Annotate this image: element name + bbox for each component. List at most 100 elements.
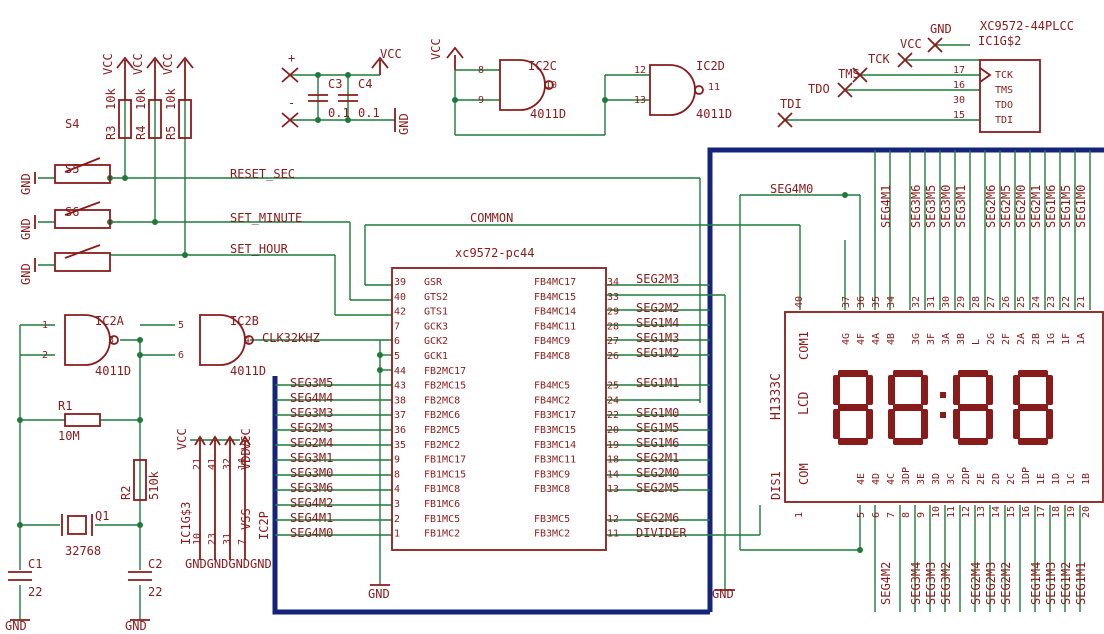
ic2d-label: IC2D <box>696 59 725 73</box>
lcd-bottom-pin-name: 2D <box>991 473 1002 485</box>
right-signal-label: SEG2M5 <box>636 481 679 495</box>
pwr-pin10: 10 <box>192 533 203 545</box>
lcd-bottom-pin-name: 3D <box>931 473 942 485</box>
chip-left-pin-name: FB2MC5 <box>424 425 460 436</box>
chip-left-pin-name: FB1MC8 <box>424 484 460 495</box>
bus-right <box>707 147 1104 612</box>
oscillator-components <box>8 413 152 581</box>
c3-value: 0.1 <box>328 106 350 120</box>
ic2b-pin4: 4 <box>244 335 250 346</box>
pwr-pin21: 21 <box>192 458 203 470</box>
jtag-num-17: 17 <box>953 65 965 76</box>
pwr-pin31: 31 <box>222 533 233 545</box>
chip-right-pin-name: FB4MC11 <box>534 321 576 332</box>
lcd-bottom-pin-name: 1D <box>1051 473 1062 485</box>
lcd-bottom-pin-num: 18 <box>1051 506 1062 518</box>
lcd-bottom-pin-name: 3DP <box>901 467 912 485</box>
right-signal-label: SEG2M6 <box>636 511 679 525</box>
ic2a-type: 4011D <box>95 364 131 378</box>
lcd-top-net: SEG2M5 <box>999 185 1013 228</box>
chip-left-pin-name: GCK2 <box>424 336 448 347</box>
jtag-clock-mark <box>979 67 992 83</box>
chip-left-pin-name: FB1MC2 <box>424 529 460 540</box>
lcd-bottom-pin-name: 4D <box>871 473 882 485</box>
c2-gnd: GND <box>125 619 147 633</box>
sw3-gnd: GND <box>19 263 33 285</box>
lcd-com: COM <box>797 463 811 485</box>
chip-left-pin-name: FB2MC2 <box>424 440 460 451</box>
pwr-vdd: VDD <box>239 448 253 470</box>
net-reset-sec: RESET_SEC <box>230 167 295 181</box>
jtag-num-16: 16 <box>953 80 965 91</box>
lcd-bottom-pin-name: 3E <box>916 473 927 485</box>
right-signal-label: SEG1M0 <box>636 406 679 420</box>
chip-left-pin-num: 35 <box>394 440 406 451</box>
chip-right-pin-num: 14 <box>607 469 619 480</box>
lcd-body <box>784 311 1104 503</box>
lcd-bottom-pin-name: 4C <box>886 473 897 485</box>
jtag-chip-ref: IC1G$2 <box>978 34 1021 48</box>
left-signal-label: SEG2M3 <box>290 421 333 435</box>
r3-label: R3 <box>104 126 118 140</box>
net-set-hour: SET_HOUR <box>230 242 289 256</box>
ic2c-pin8: 8 <box>478 65 484 76</box>
lcd-top-pin-name: 1F <box>1061 333 1072 345</box>
chip-left-pin-num: 42 <box>394 307 406 318</box>
lcd-top-net: SEG3M6 <box>909 185 923 228</box>
sw2-gnd: GND <box>19 218 33 240</box>
ic2b-type: 4011D <box>230 364 266 378</box>
jtag-pin-tdo: TDO <box>995 100 1013 111</box>
pwr-pin41: 41 <box>207 458 218 470</box>
jtag-tck-net: TCK <box>868 52 890 66</box>
no-connect-markers <box>777 37 943 128</box>
lcd-bottom-net: SEG3M4 <box>909 562 923 605</box>
chip-left-pin-name: GTS2 <box>424 292 448 303</box>
chip-left-pin-name: FB1MC5 <box>424 514 460 525</box>
r3-vcc: VCC <box>101 53 115 75</box>
lcd-top-pin-name: 4A <box>871 333 882 345</box>
c2-label: C2 <box>148 557 162 571</box>
lcd-dis1: DIS1 <box>769 471 783 500</box>
chip-left-pin-num: 40 <box>394 292 406 303</box>
chip-right-pin-num: 33 <box>607 292 619 303</box>
lcd-bottom-net: SEG1M1 <box>1074 562 1088 605</box>
lcd-bottom-pin-num: 20 <box>1081 506 1092 518</box>
chip-left-pin-name: GTS1 <box>424 307 448 318</box>
lcd-top-pin-name: L <box>971 339 982 345</box>
right-signal-label: SEG1M1 <box>636 376 679 390</box>
chip-right-pin-name: FB3MC5 <box>534 514 570 525</box>
sw1-gnd: GND <box>19 173 33 195</box>
power-headers <box>194 435 251 560</box>
lcd-top-pin-name: 3B <box>956 333 967 345</box>
lcd-top-net: SEG3M1 <box>954 185 968 228</box>
chip-left-pin-num: 36 <box>394 425 406 436</box>
r5-value: 10k <box>164 88 178 110</box>
main-chip-gnd: GND <box>368 587 390 601</box>
chip-right-pin-num: 13 <box>607 484 619 495</box>
lcd-digits <box>833 370 1053 445</box>
c2-value: 22 <box>148 585 162 599</box>
c1-label: C1 <box>28 557 42 571</box>
lcd-bottom-pin-name: 1B <box>1081 473 1092 485</box>
chip-left-pin-name: GCK3 <box>424 321 448 332</box>
lcd-bottom-net: SEG3M3 <box>924 562 938 605</box>
jtag-chip-name: XC9572-44PLCC <box>980 19 1074 33</box>
left-signal-labels: SEG3M5SEG4M4SEG3M3SEG2M3SEG2M4SEG3M1SEG3… <box>290 376 333 540</box>
chip-left-pin-num: 1 <box>394 529 400 540</box>
r4-vcc: VCC <box>131 53 145 75</box>
chip-right-pin-name: FB3MC9 <box>534 469 570 480</box>
lcd-bottom-pin-num: 7 <box>886 512 897 518</box>
chip-right-pin-num: 34 <box>607 277 619 288</box>
lcd-top-pin-num: 27 <box>986 296 997 308</box>
right-signal-label: SEG2M2 <box>636 301 679 315</box>
pwr-pin23: 23 <box>207 533 218 545</box>
jtag-pin-tck: TCK <box>995 70 1013 81</box>
lcd-wires <box>739 194 861 551</box>
chip-right-pin-name: FB4MC2 <box>534 395 570 406</box>
chip-left-pin-name: GCK1 <box>424 351 448 362</box>
lcd-bottom-pin-num: 6 <box>871 512 882 518</box>
chip-left-pin-name: FB2MC17 <box>424 366 466 377</box>
